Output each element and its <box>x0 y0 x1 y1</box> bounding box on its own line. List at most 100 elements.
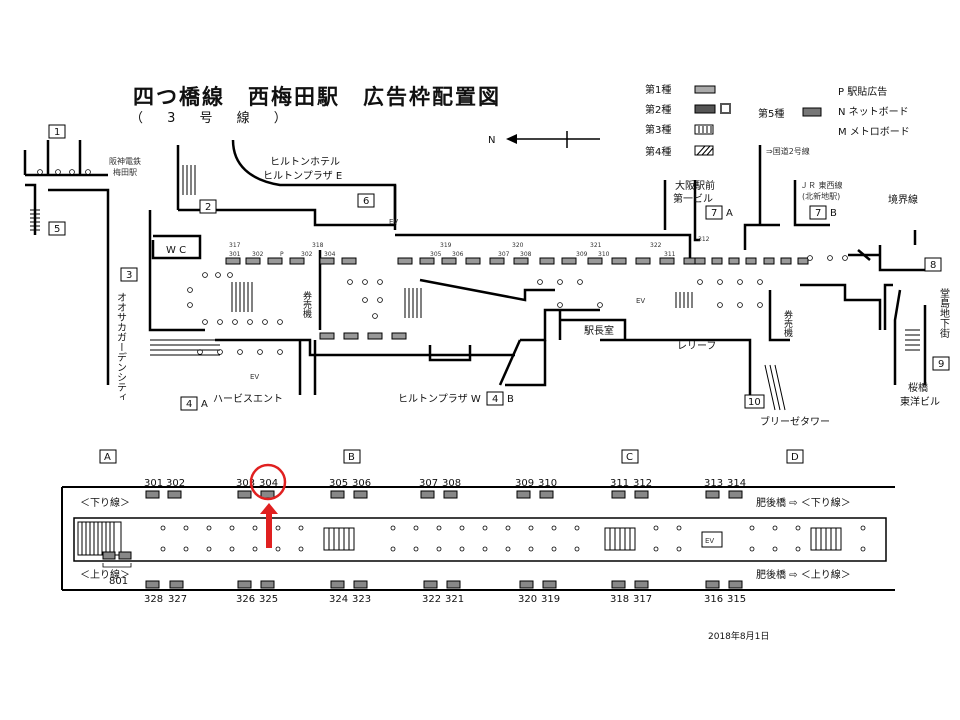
legend-cat5-label: 第5種 <box>758 107 784 120</box>
concourse-board-label: 319 <box>440 242 452 249</box>
board-316 <box>705 580 720 589</box>
highlight-arrow-shaft <box>266 512 272 548</box>
exit-10-box <box>744 394 765 409</box>
board-label-302: 302 <box>166 478 185 489</box>
board-325 <box>260 580 275 589</box>
ev-label-1: EV <box>250 373 259 381</box>
pillar <box>85 169 91 175</box>
board-303 <box>237 490 252 499</box>
concourse-board <box>489 257 505 265</box>
section-a-box <box>99 449 117 464</box>
concourse-board <box>245 257 261 265</box>
kenbaiki-label-2: 券売機 <box>782 309 793 338</box>
board-label-318: 318 <box>610 594 629 605</box>
concourse-board-label: 320 <box>512 242 524 249</box>
exit-6-label: 6 <box>363 196 369 207</box>
pillar <box>597 302 603 308</box>
pillar <box>737 279 743 285</box>
concourse-board-label: 312 <box>698 236 710 243</box>
platform-pillars <box>160 525 866 552</box>
concourse-board-label: 308 <box>520 251 532 258</box>
pillar <box>827 255 833 261</box>
exit-4b-suffix: B <box>507 394 514 405</box>
board-313 <box>705 490 720 499</box>
concourse-board <box>797 257 809 265</box>
legend-cat4-label: 第4種 <box>645 145 671 158</box>
place-labels: 阪神電鉄 梅田駅 ヒルトンホテル ヒルトンプラザ E 大阪駅前 第一ビル ＪＲ … <box>109 146 940 545</box>
board-label-320: 320 <box>518 594 537 605</box>
pillar <box>277 349 283 355</box>
board-308 <box>443 490 458 499</box>
north-label: N <box>488 135 495 146</box>
concourse-board <box>441 257 457 265</box>
down-line-label: ＜下り線＞ <box>80 496 130 509</box>
board-label-315: 315 <box>727 594 746 605</box>
board-801a <box>102 551 116 560</box>
concourse-board-label: 309 <box>576 251 588 258</box>
pillar <box>557 279 563 285</box>
concourse-board <box>513 257 529 265</box>
board-label-307: 307 <box>419 478 438 489</box>
pillar <box>237 349 243 355</box>
board-312 <box>634 490 649 499</box>
pillar <box>577 279 583 285</box>
pillar <box>362 297 368 303</box>
legend-p-label: P 駅貼広告 <box>838 85 887 98</box>
pillar <box>537 279 543 285</box>
hanshin-label-2: 梅田駅 <box>113 167 137 177</box>
concourse-board <box>397 257 413 265</box>
board-306 <box>353 490 368 499</box>
up-line-label: ＜上り線＞ <box>80 568 130 581</box>
exit-4a-suffix: A <box>201 399 208 410</box>
exit-4a-box <box>180 396 198 411</box>
platform: A B C D ＜下り線＞ ＜上り線＞ 肥後橋 ⇨ ＜下り線＞ 肥後橋 ⇨ ＜上… <box>61 449 895 605</box>
board-label-321: 321 <box>445 594 464 605</box>
concourse-board <box>780 257 792 265</box>
concourse-board <box>745 257 757 265</box>
pillar <box>717 302 723 308</box>
concourse-board <box>419 257 435 265</box>
board-323 <box>353 580 368 589</box>
concourse-walls <box>23 139 930 400</box>
board-label-306: 306 <box>352 478 371 489</box>
pillar <box>187 287 193 293</box>
legend-cat2-label: 第2種 <box>645 103 671 116</box>
sakurabashi-label-2: 東洋ビル <box>900 395 940 408</box>
board-label-304: 304 <box>259 478 278 489</box>
relief-label: レリーフ <box>677 341 716 352</box>
concourse-board <box>659 257 675 265</box>
stairs <box>30 165 920 411</box>
concourse-board-label: 321 <box>590 242 602 249</box>
pillar <box>187 302 193 308</box>
concourse-board-label: 302 <box>252 251 264 258</box>
osaka-garden-label: オオサカガーデンシティ <box>115 292 127 402</box>
section-a-label: A <box>104 452 111 463</box>
exit-1-box <box>48 124 66 139</box>
concourse-board <box>728 257 740 265</box>
exit-7a-label: 7 <box>711 208 717 219</box>
board-label-328: 328 <box>144 594 163 605</box>
dojima-label: 堂島地下街 <box>938 288 950 339</box>
board-301 <box>145 490 160 499</box>
section-d-label: D <box>791 452 799 463</box>
exit-9-box <box>932 356 950 371</box>
higobashi-down-label: 肥後橋 ⇨ ＜下り線＞ <box>756 496 851 509</box>
concourse-board-label: 305 <box>430 251 442 258</box>
exit-7a-suffix: A <box>726 208 733 219</box>
exit-5-label: 5 <box>54 224 60 235</box>
kokudo-label: ⇒国道2号線 <box>766 146 810 156</box>
pillar <box>842 255 848 261</box>
concourse-board <box>711 257 723 265</box>
north-arrow: N <box>488 131 600 148</box>
pillar <box>232 319 238 325</box>
legend: 第1種 第2種 第3種 第4種 第5種 P 駅貼広告 N ネットボード M メト… <box>645 83 910 158</box>
board-label-314: 314 <box>727 478 746 489</box>
board-label-305: 305 <box>329 478 348 489</box>
pillar <box>257 349 263 355</box>
concourse-board <box>465 257 481 265</box>
concourse-board-label: 310 <box>598 251 610 258</box>
legend-cat2-swatch <box>694 104 716 114</box>
concourse-board <box>367 332 383 340</box>
